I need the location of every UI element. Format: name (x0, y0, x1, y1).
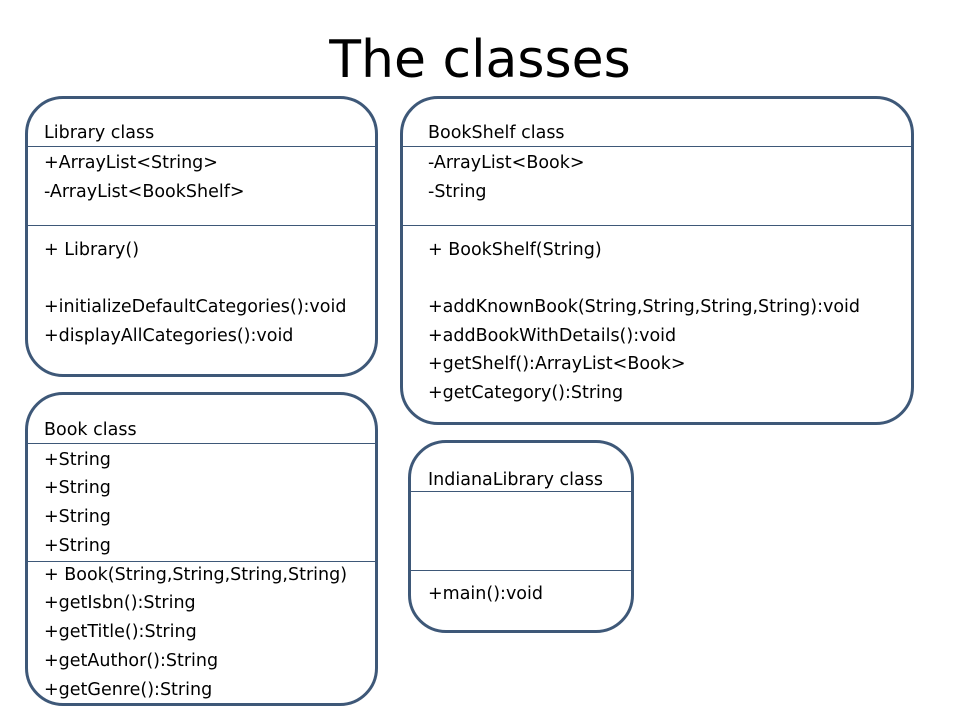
method: +getGenre():String (44, 680, 213, 700)
method: + Book(String,String,String,String) (44, 565, 348, 585)
attribute: +String (44, 536, 111, 556)
method: +addKnownBook(String,String,String,Strin… (428, 297, 861, 317)
attribute: +ArrayList<String> (44, 153, 218, 173)
method: +main():void (428, 584, 543, 604)
method: +getTitle():String (44, 622, 197, 642)
method: +initializeDefaultCategories():void (44, 297, 347, 317)
library-class-box: Library class +ArrayList<String> -ArrayL… (25, 96, 378, 377)
attribute: +String (44, 478, 111, 498)
attribute-separator (403, 225, 911, 226)
method: +getIsbn():String (44, 593, 196, 613)
attribute: +String (44, 507, 111, 527)
method: +getShelf():ArrayList<Book> (428, 354, 686, 374)
name-separator (28, 443, 375, 444)
attribute: -String (428, 182, 487, 202)
method: +getAuthor():String (44, 651, 219, 671)
method: +displayAllCategories():void (44, 326, 294, 346)
method: + BookShelf(String) (428, 240, 602, 260)
attribute: +String (44, 450, 111, 470)
book-class-box: Book class +String +String +String +Stri… (25, 392, 378, 706)
method: +getCategory():String (428, 383, 624, 403)
class-name: BookShelf class (428, 123, 565, 143)
class-name: IndianaLibrary class (428, 470, 603, 490)
name-separator (403, 146, 911, 147)
class-name: Library class (44, 123, 155, 143)
attribute: -ArrayList<Book> (428, 153, 585, 173)
attribute-separator (28, 225, 375, 226)
method: + Library() (44, 240, 140, 260)
indianalibrary-class-box: IndianaLibrary class +main():void (408, 440, 634, 633)
attribute-separator (28, 561, 375, 562)
attribute-separator (411, 570, 631, 571)
bookshelf-class-box: BookShelf class -ArrayList<Book> -String… (400, 96, 914, 425)
name-separator (411, 491, 631, 492)
method: +addBookWithDetails():void (428, 326, 677, 346)
attribute: -ArrayList<BookShelf> (44, 182, 245, 202)
class-name: Book class (44, 420, 137, 440)
slide-title: The classes (329, 30, 631, 90)
name-separator (28, 146, 375, 147)
